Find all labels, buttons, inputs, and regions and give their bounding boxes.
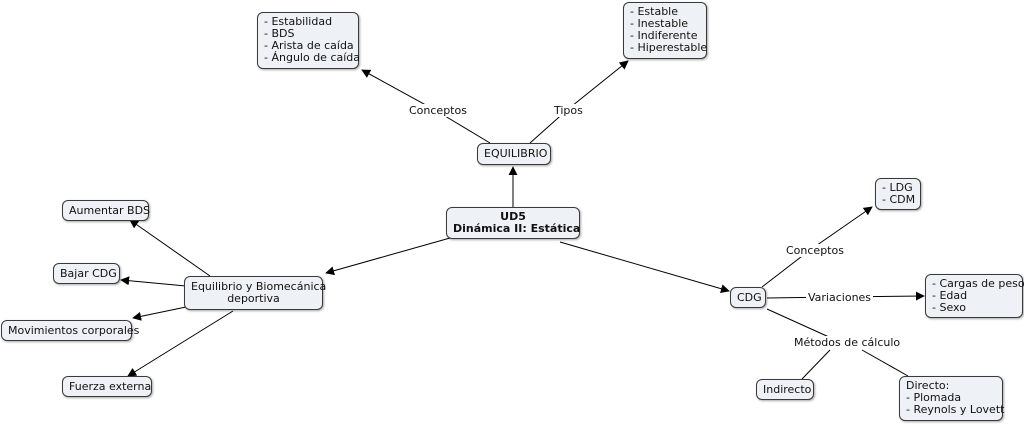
edge-metodos-indirecto <box>801 349 831 380</box>
edge-biomecanica-bajar <box>120 276 187 287</box>
edge-biomecanica-movimientos <box>132 306 187 321</box>
fuerza-externa-node[interactable]: Fuerza externa <box>62 376 152 397</box>
edge-biomecanica-aumentar <box>129 219 211 277</box>
edge-biomecanica-fuerza <box>127 310 234 377</box>
biomecanica-node[interactable]: Equilibrio y Biomecánica deportiva <box>184 276 326 310</box>
edge-center-cdg <box>559 241 730 294</box>
edge-center-biomecanica <box>325 237 451 276</box>
aumentar-bds-node[interactable]: Aumentar BDS <box>62 200 150 221</box>
edge-label-metodos-calculo: Métodos de cálculo <box>792 336 903 349</box>
edge-label-tipos: Tipos <box>552 104 585 117</box>
ldg-cdm-node[interactable]: - LDG - CDM <box>875 178 921 210</box>
bajar-cdg-node[interactable]: Bajar CDG <box>53 263 120 284</box>
movimientos-corporales-node[interactable]: Movimientos corporales <box>1 320 139 341</box>
equilibrio-node[interactable]: EQUILIBRIO <box>477 143 551 165</box>
cdg-node[interactable]: CDG <box>730 287 766 308</box>
variaciones-list-node[interactable]: - Cargas de peso - Edad - Sexo <box>925 274 1024 318</box>
edge-label-conceptos-cdg: Conceptos <box>784 244 846 257</box>
central-topic-node[interactable]: UD5 Dinámica II: Estática <box>446 207 580 239</box>
edge-metodos-directo <box>861 349 909 377</box>
indirecto-node[interactable]: Indirecto <box>756 379 814 400</box>
directo-node[interactable]: Directo: - Plomada - Reynols y Lovett <box>899 376 1004 421</box>
conceptos-list-node[interactable]: - Estabilidad - BDS - Arista de caída - … <box>257 12 360 69</box>
edge-equilibrio-tipos <box>529 60 629 144</box>
edge-label-variaciones: Variaciones <box>806 291 874 304</box>
edge-label-conceptos-equilibrio: Conceptos <box>407 104 469 117</box>
tipos-list-node[interactable]: - Estable - Inestable - Indiferente - Hi… <box>623 2 707 59</box>
